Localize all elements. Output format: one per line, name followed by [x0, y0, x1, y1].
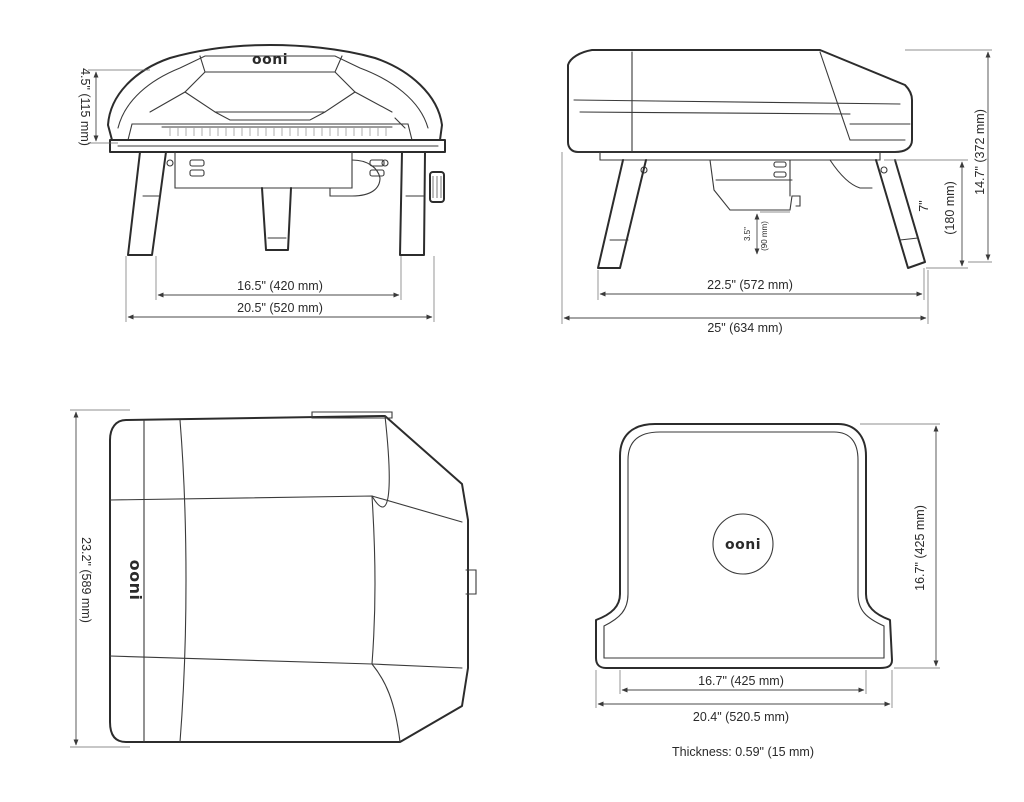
stone-view: ooni 16.7" (425 mm) 20.4" (520.5 mm) 16.…: [595, 423, 940, 759]
side-legs: [597, 159, 926, 269]
stone-ooni-logo: ooni: [725, 537, 761, 553]
side-dim-burner-drop: 3.5" (90 mm): [743, 211, 790, 255]
side-dim-burner-drop-mm-label: (90 mm): [760, 221, 769, 251]
side-dim-total-height-label: 14.7" (372 mm): [973, 109, 987, 195]
front-dim-inner-width: 16.5" (420 mm): [155, 256, 402, 300]
front-opening-grill: [169, 128, 387, 136]
front-dim-height-opening-label: 4.5" (115 mm): [78, 68, 92, 146]
side-dim-leg-height: 7" (180 mm): [884, 159, 968, 269]
stone-dim-inner-width: 16.7" (425 mm): [619, 670, 867, 694]
side-dim-total-depth-label: 25" (634 mm): [707, 321, 782, 335]
stone-logo-badge: ooni: [712, 513, 774, 575]
side-oven-body: [567, 49, 913, 211]
top-ooni-logo: ooni: [126, 560, 145, 601]
top-dim-length-label: 23.2" (589 mm): [79, 537, 93, 623]
front-dim-inner-width-label: 16.5" (420 mm): [237, 279, 323, 293]
side-view: 22.5" (572 mm) 25" (634 mm) 7" (180 mm) …: [561, 49, 992, 335]
top-dim-length: 23.2" (589 mm): [70, 409, 130, 748]
top-oven-body: [109, 411, 477, 743]
side-dim-leg-span: 22.5" (572 mm): [597, 268, 925, 300]
front-ooni-logo: ooni: [252, 52, 288, 68]
stone-outline: [595, 423, 893, 669]
front-oven-body: [107, 44, 446, 203]
front-dim-height-opening: 4.5" (115 mm): [78, 68, 150, 146]
side-dim-leg-height-mm-label: (180 mm): [943, 181, 957, 234]
side-dim-burner-drop-inch-label: 3.5": [743, 227, 752, 241]
top-view: ooni 23.2" (589 mm): [70, 409, 477, 748]
stone-thickness-note: Thickness: 0.59" (15 mm): [672, 745, 814, 759]
front-legs: [127, 151, 426, 256]
stone-dim-inner-width-label: 16.7" (425 mm): [698, 674, 784, 688]
front-dim-outer-width: 20.5" (520 mm): [125, 256, 435, 322]
front-view: ooni 4.5" (115 mm) 16.5" (420 mm) 20.5" …: [78, 44, 446, 322]
side-dim-leg-span-label: 22.5" (572 mm): [707, 278, 793, 292]
stone-dim-depth-label: 16.7" (425 mm): [913, 505, 927, 591]
stone-dim-outer-width-label: 20.4" (520.5 mm): [693, 710, 789, 724]
side-dim-total-height: 14.7" (372 mm): [905, 49, 992, 263]
stone-dim-outer-width: 20.4" (520.5 mm): [595, 670, 893, 724]
side-dim-leg-height-inch-label: 7": [917, 200, 931, 211]
side-dim-total-depth: 25" (634 mm): [561, 152, 929, 335]
front-gas-knob: [429, 171, 445, 203]
stone-dim-depth: 16.7" (425 mm): [860, 423, 940, 669]
front-dim-outer-width-label: 20.5" (520 mm): [237, 301, 323, 315]
